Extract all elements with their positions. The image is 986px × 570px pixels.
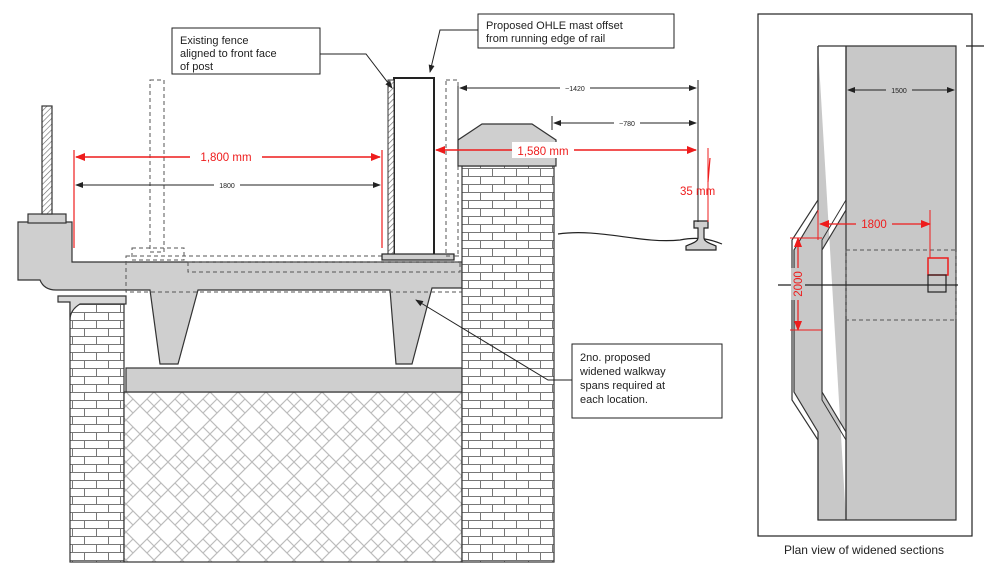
- plan-mast-black: [927, 274, 947, 293]
- plan-caption: Plan view of widened sections: [784, 543, 944, 557]
- plan-dim-1800: 1800: [861, 219, 887, 231]
- svg-text:Proposed OHLE mast offset: Proposed OHLE mast offset: [486, 20, 623, 32]
- svg-text:2no. proposed: 2no. proposed: [580, 352, 650, 364]
- walkway-deck: [17, 221, 463, 365]
- callout-mast-box: [477, 13, 675, 49]
- dashed-old-post: [149, 79, 165, 253]
- left-pier-corbel: [57, 295, 127, 321]
- mast-base-plate: [381, 253, 455, 261]
- ohle-mast: [393, 77, 435, 257]
- dashed-old-base: [131, 247, 185, 261]
- left-brick-pier: [69, 299, 125, 563]
- existing-fence-post: [41, 105, 53, 215]
- svg-text:from running edge of rail: from running edge of rail: [486, 33, 605, 45]
- svg-text:spans required at: spans required at: [580, 380, 665, 392]
- dim-1420-label: ~1420: [565, 86, 585, 93]
- rail-icon: [685, 220, 717, 251]
- fence-base-plate: [27, 213, 67, 224]
- plan-outer-edge: [791, 46, 819, 520]
- dim-35-red-arrow: [707, 157, 711, 183]
- svg-text:Existing fence: Existing fence: [180, 35, 248, 47]
- infill-ground: [123, 391, 463, 563]
- dim-35-label: 35 mm: [680, 186, 715, 198]
- svg-text:each location.: each location.: [580, 394, 648, 406]
- dim-1800-red-label: 1,800 mm: [200, 152, 251, 164]
- svg-text:widened walkway: widened walkway: [579, 366, 666, 378]
- callout-spans-box: [571, 343, 723, 419]
- callout-fence-box: [171, 27, 321, 75]
- bearing-slab: [125, 367, 463, 393]
- dim-1580-red-label: 1,580 mm: [517, 146, 568, 158]
- plan-view: 1500 1800 2000 Plan view of widened sect…: [757, 13, 984, 557]
- plan-dim-2000: 2000: [793, 271, 805, 297]
- svg-text:aligned to front face: aligned to front face: [180, 48, 277, 60]
- dashed-deck-extension: [187, 261, 461, 273]
- dashed-mast-offset: [445, 79, 459, 257]
- plan-dim-1500: 1500: [891, 88, 907, 95]
- new-fence-hatch: [387, 79, 395, 257]
- ground-line: [557, 232, 723, 245]
- dim-1800-black-label: 1800: [219, 183, 235, 190]
- svg-text:of post: of post: [180, 61, 213, 73]
- right-brick-pier: [461, 165, 555, 563]
- section-view: 1,800 mm 1800 1,580 mm ~1420 ~780 35 mm …: [17, 13, 723, 563]
- dim-780-label: ~780: [619, 121, 635, 128]
